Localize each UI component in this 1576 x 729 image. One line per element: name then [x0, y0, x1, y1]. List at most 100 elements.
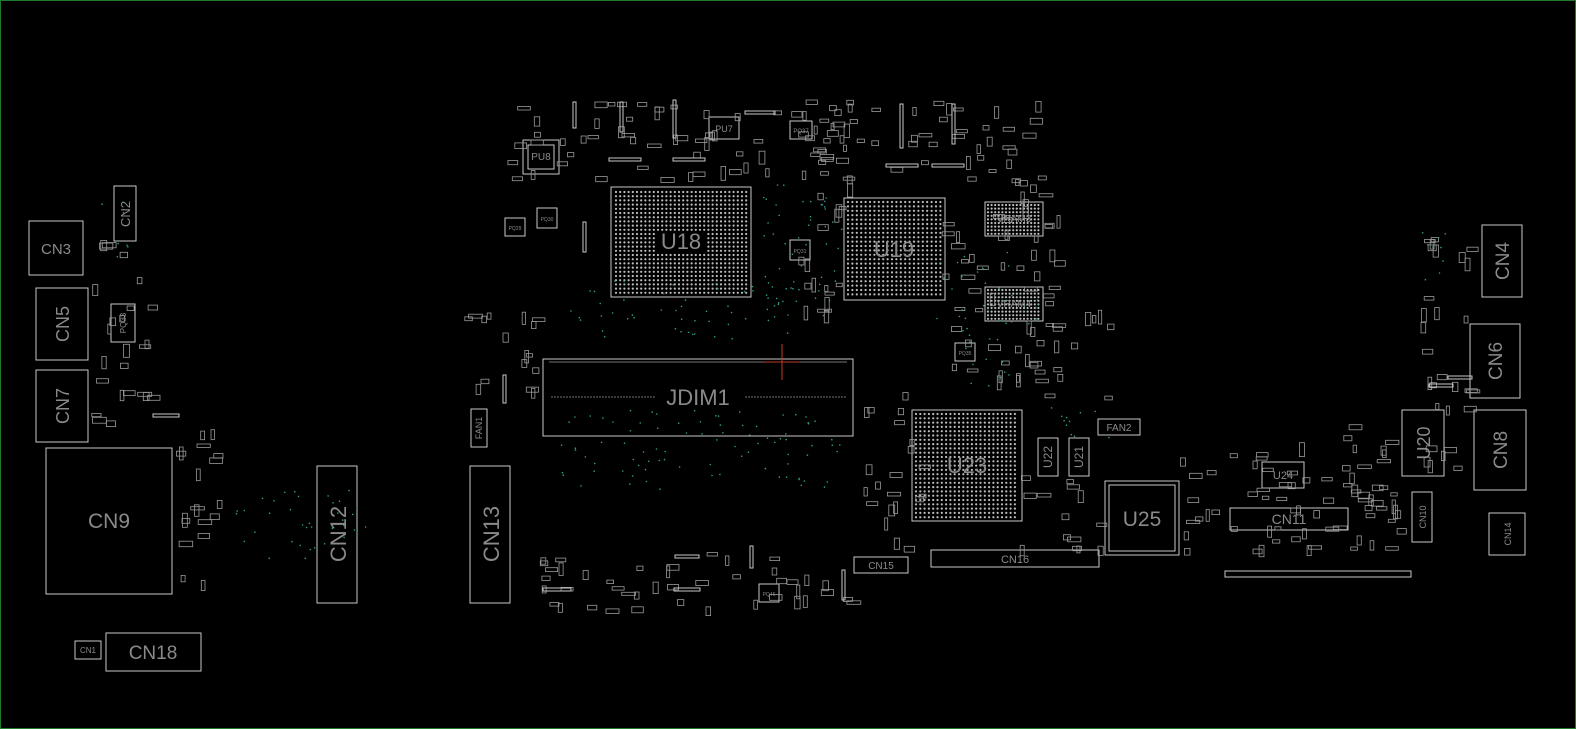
ball-pad	[851, 227, 854, 230]
ball-pad	[686, 266, 689, 269]
connector-cn6[interactable]: CN6	[1469, 323, 1521, 399]
ball-pad	[914, 421, 918, 424]
ball-pad	[707, 283, 710, 286]
passive-pad	[703, 110, 710, 120]
component-pq33[interactable]: PQ33	[110, 303, 136, 343]
ball-pad	[661, 270, 664, 273]
chip-u23[interactable]: U23	[911, 409, 1023, 522]
ball-pad	[997, 229, 1000, 232]
ball-pad	[711, 262, 714, 265]
via	[631, 475, 634, 477]
ball-pad	[686, 195, 689, 198]
ball-pad	[988, 438, 991, 441]
ball-pad	[644, 253, 647, 257]
passive-pad	[1002, 126, 1016, 132]
component-pq29[interactable]: PQ29	[504, 217, 526, 237]
ball-pad	[740, 249, 744, 252]
ball-pad	[644, 203, 647, 206]
ball-pad	[1015, 225, 1018, 228]
via	[356, 529, 359, 532]
passive-pad	[1186, 519, 1201, 524]
ball-pad	[919, 434, 922, 437]
connector-cn15[interactable]: CN15	[853, 556, 909, 574]
ball-pad	[851, 218, 854, 221]
ball-pad	[656, 274, 660, 278]
chip-vram3[interactable]: VRAM3	[984, 201, 1044, 237]
ball-pad	[614, 224, 618, 227]
connector-cn10[interactable]: CN10	[1411, 491, 1433, 543]
ball-pad	[732, 258, 735, 261]
passive-pad	[1379, 485, 1389, 490]
connector-fan2[interactable]: FAN2	[1097, 418, 1141, 436]
connector-cn4[interactable]: CN4	[1481, 224, 1523, 298]
chip-u20[interactable]: U20	[1401, 409, 1445, 477]
ball-pad	[923, 455, 926, 459]
via	[639, 422, 641, 424]
chip-u21[interactable]: U21	[1068, 437, 1090, 477]
passive-bar	[619, 101, 624, 133]
chip-u25[interactable]: U25	[1104, 480, 1180, 556]
ball-pad	[877, 227, 880, 230]
ball-pad	[949, 438, 952, 441]
chip-u19[interactable]: U19	[843, 197, 946, 301]
connector-cn18[interactable]: CN18	[105, 632, 202, 672]
passive-pad	[636, 565, 644, 571]
component-pu7[interactable]: PU7	[708, 116, 740, 140]
ball-pad	[904, 227, 907, 230]
ball-pad	[912, 236, 916, 239]
passive-pad	[1350, 489, 1362, 494]
component-pq30[interactable]: PQ30	[536, 207, 558, 229]
ball-pad	[919, 438, 922, 441]
via	[1108, 436, 1110, 439]
connector-cn1[interactable]: CN1	[74, 640, 102, 660]
ball-pad	[614, 270, 618, 273]
connector-fan1[interactable]: FAN1	[470, 408, 488, 448]
ball-pad	[895, 266, 898, 270]
ball-pad	[669, 190, 672, 194]
component-pq46[interactable]: PQ46	[758, 583, 780, 603]
chip-vram4[interactable]: VRAM4	[984, 286, 1044, 322]
ball-pad	[921, 275, 924, 278]
ball-pad	[914, 460, 918, 463]
passive-pad	[514, 142, 527, 149]
ball-pad	[899, 218, 902, 221]
connector-cn5[interactable]: CN5	[35, 287, 89, 361]
connector-cn16[interactable]: CN16	[930, 549, 1100, 568]
connector-cn12[interactable]: CN12	[316, 465, 358, 604]
passive-pad	[594, 101, 608, 109]
ball-pad	[669, 211, 672, 215]
passive-pad	[557, 602, 563, 613]
passive-pad	[1261, 495, 1270, 500]
ball-pad	[1015, 203, 1018, 207]
component-pq31[interactable]: PQ31	[789, 239, 811, 261]
ball-pad	[711, 190, 714, 194]
ball-pad	[656, 216, 660, 219]
ball-pad	[648, 253, 651, 257]
ball-pad	[627, 258, 630, 261]
ball-pad	[736, 253, 739, 257]
ball-pad	[962, 425, 965, 428]
connector-cn14[interactable]: CN14	[1488, 512, 1526, 556]
ball-pad	[665, 266, 668, 269]
connector-cn2[interactable]: CN2	[113, 185, 137, 242]
connector-cn8[interactable]: CN8	[1473, 409, 1527, 491]
chip-u22[interactable]: U22	[1037, 437, 1059, 477]
ball-pad	[899, 222, 902, 226]
passive-pad	[942, 222, 955, 227]
ball-pad	[990, 211, 993, 214]
ball-pad	[877, 209, 880, 212]
ball-pad	[719, 195, 723, 198]
ball-pad	[619, 237, 622, 240]
connector-cn13[interactable]: CN13	[469, 465, 511, 604]
ball-pad	[686, 203, 689, 206]
connector-cn7[interactable]: CN7	[35, 369, 89, 443]
connector-cn3[interactable]: CN3	[28, 220, 84, 276]
ball-pad	[724, 245, 727, 248]
chip-u18[interactable]: U18	[610, 186, 752, 298]
via	[836, 450, 838, 453]
connector-cn9[interactable]: CN9	[45, 447, 173, 595]
ball-pad	[1033, 288, 1036, 292]
component-pq35[interactable]: PQ35	[954, 342, 976, 362]
ball-pad	[962, 498, 965, 502]
chip-u24[interactable]: U24	[1261, 461, 1305, 489]
